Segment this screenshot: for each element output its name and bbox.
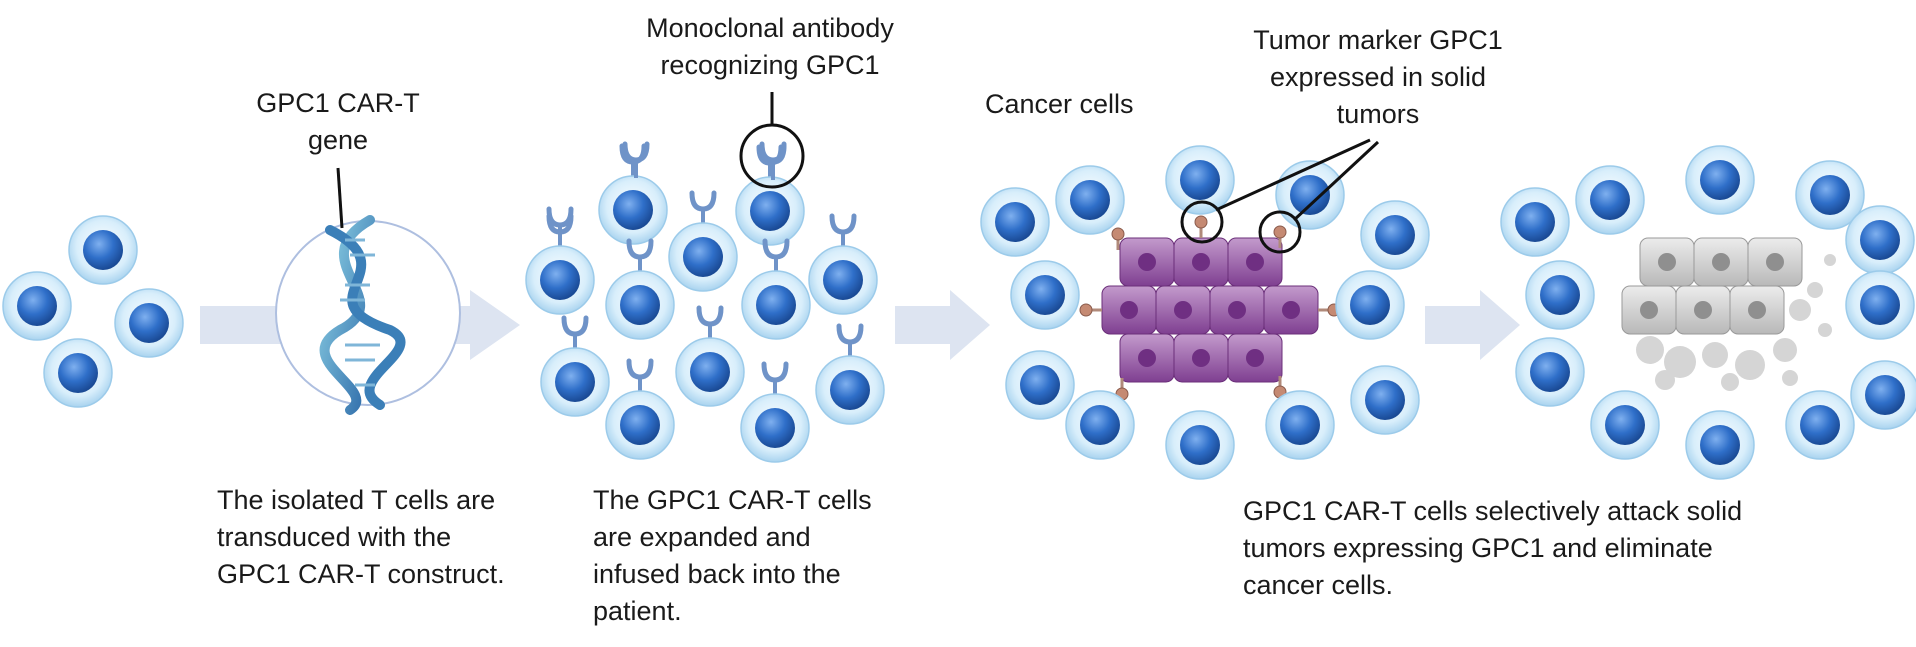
expanded-car-t-cells bbox=[525, 144, 885, 463]
dna-helix-icon bbox=[319, 215, 406, 415]
process-arrow-2 bbox=[895, 290, 990, 360]
marker-pointer-line bbox=[1215, 138, 1371, 212]
cancer-cells-label: Cancer cells bbox=[985, 89, 1134, 119]
gene-pointer-line bbox=[336, 167, 344, 229]
antibody-label: Monoclonal antibody recognizing GPC1 bbox=[646, 13, 894, 80]
step2-caption: The GPC1 CAR-T cells are expanded and in… bbox=[593, 485, 872, 626]
marker-pointer-line bbox=[1292, 140, 1380, 222]
step3-caption: GPC1 CAR-T cells selectively attack soli… bbox=[1243, 496, 1743, 600]
tumor-debris bbox=[1636, 254, 1836, 391]
t-cell bbox=[2, 271, 72, 341]
t-cell bbox=[68, 215, 138, 285]
tumor-cluster bbox=[1078, 214, 1342, 402]
marker-highlight-circle bbox=[1180, 200, 1224, 244]
tumor-marker-label: Tumor marker GPC1 expressed in solid tum… bbox=[1253, 25, 1503, 129]
eliminated-tumor-cluster bbox=[1621, 237, 1836, 391]
t-cell bbox=[114, 288, 184, 358]
gene-label: GPC1 CAR-T gene bbox=[256, 88, 420, 155]
isolated-t-cells bbox=[2, 215, 184, 408]
marker-highlight-circle bbox=[1258, 210, 1302, 254]
car-t-gene-illustration bbox=[275, 167, 461, 415]
gene-circle bbox=[275, 220, 461, 406]
t-cell bbox=[43, 338, 113, 408]
step1-caption: The isolated T cells are transduced with… bbox=[217, 485, 505, 589]
process-arrow-3 bbox=[1425, 290, 1520, 360]
